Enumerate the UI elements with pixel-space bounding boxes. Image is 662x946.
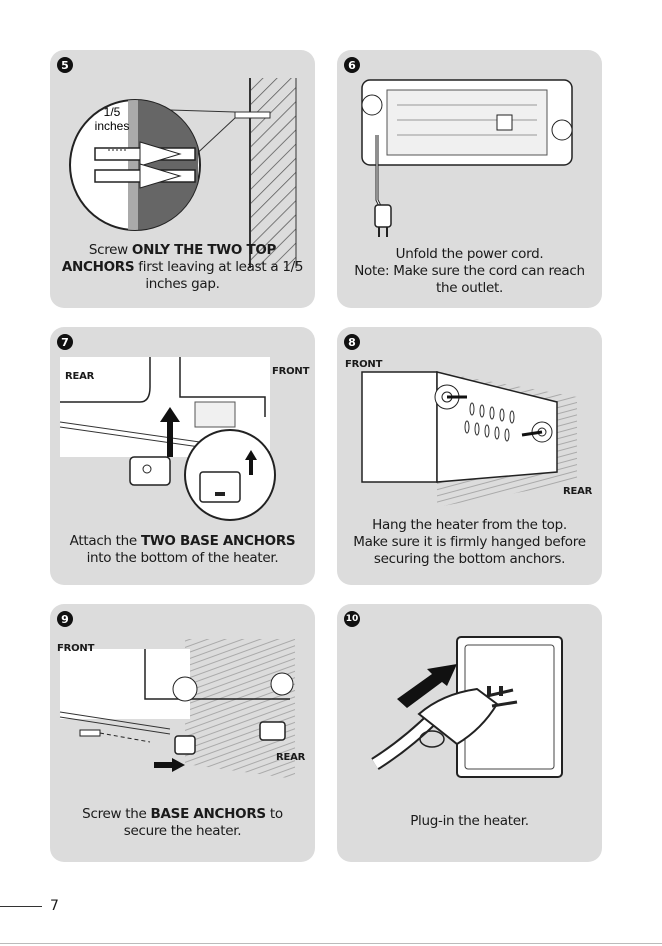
gap-label-unit: inches bbox=[95, 119, 130, 133]
rear-label: REAR bbox=[276, 752, 306, 763]
footer-rule bbox=[0, 906, 42, 907]
step-10-caption: Plug-in the heater. bbox=[410, 813, 529, 829]
step-5-caption: Screw ONLY THE TWO TOP ANCHORS first lea… bbox=[61, 242, 304, 292]
step-number: 8 bbox=[344, 334, 360, 350]
step-6-illustration bbox=[361, 79, 573, 237]
step-number: 6 bbox=[344, 57, 360, 73]
page-number: 7 bbox=[50, 898, 59, 914]
step-7-card: 7 REAR FRONT Attach the TWO BASE ANCHORS… bbox=[50, 327, 315, 585]
step-5-illustration: 1/5 inches bbox=[69, 78, 297, 268]
step-5-card: 5 1/5 inches Screw ONLY THE TW bbox=[50, 50, 315, 308]
step-8-caption-line-1: Hang the heater from the top. bbox=[372, 517, 567, 533]
step-number: 10 bbox=[344, 611, 360, 627]
front-label: FRONT bbox=[345, 359, 383, 370]
step-6-card: 6 Unfold the power cord. Note: Make sure… bbox=[337, 50, 602, 308]
step-9-card: 9 FRONT REAR Screw the BASE ANCHORS to s… bbox=[50, 604, 315, 862]
step-8-illustration bbox=[361, 371, 577, 507]
step-8-card: 8 FRONT REAR Hang the heater from the to… bbox=[337, 327, 602, 585]
bottom-rule bbox=[0, 943, 662, 944]
front-label: FRONT bbox=[57, 643, 95, 654]
step-6-caption-line-2: Note: Make sure the cord can reach the o… bbox=[354, 263, 585, 296]
step-7-caption: Attach the TWO BASE ANCHORS into the bot… bbox=[69, 533, 296, 566]
step-7-illustration bbox=[59, 357, 276, 521]
rear-label: REAR bbox=[65, 371, 95, 382]
step-number: 5 bbox=[57, 57, 73, 73]
step-10-card: 10 Plug-in the heater. bbox=[337, 604, 602, 862]
step-8-caption-line-2: Make sure it is firmly hanged before sec… bbox=[353, 534, 586, 567]
rear-label: REAR bbox=[563, 486, 593, 497]
front-label: FRONT bbox=[272, 366, 310, 377]
step-9-caption: Screw the BASE ANCHORS to secure the hea… bbox=[82, 806, 283, 839]
step-9-illustration bbox=[59, 639, 295, 779]
step-number: 9 bbox=[57, 611, 73, 627]
step-10-illustration bbox=[371, 636, 563, 778]
step-number: 7 bbox=[57, 334, 73, 350]
step-6-caption-line-1: Unfold the power cord. bbox=[395, 246, 544, 262]
gap-label-value: 1/5 bbox=[104, 105, 121, 119]
